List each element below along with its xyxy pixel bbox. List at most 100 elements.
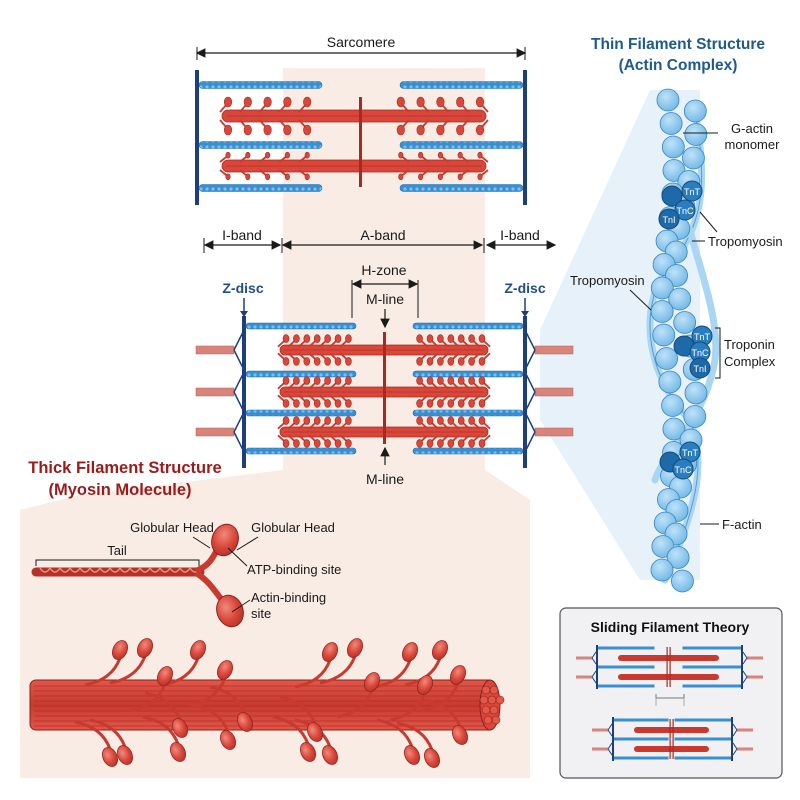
myosin-head [457, 439, 465, 448]
m-line [359, 97, 362, 187]
myosin-head [398, 173, 404, 181]
myosin-head [478, 416, 486, 425]
myosin-head [220, 730, 236, 750]
myosin-filament [634, 727, 709, 733]
actin-filament [682, 665, 741, 669]
myosin-head [478, 439, 486, 448]
actin-binding-site-label-line2: site [251, 606, 271, 621]
myosin-head [456, 96, 465, 108]
tnc-label: TnC [676, 206, 694, 216]
myosin-head [324, 334, 331, 343]
myosin-head [477, 151, 483, 159]
g-actin-monomer [656, 88, 680, 112]
adjacent-myosin-stub [534, 387, 574, 397]
myosin-head [347, 638, 363, 658]
myosin-head [293, 357, 300, 366]
myosin-head [475, 96, 485, 108]
adjacent-myosin-stub [195, 387, 235, 397]
myosin-molecule [31, 523, 244, 628]
myosin-head [293, 416, 300, 425]
actin-filament [682, 684, 741, 688]
g-actin-monomer [666, 546, 690, 569]
m-line [669, 647, 671, 687]
myosin-head [447, 357, 455, 366]
myosin-head [452, 725, 468, 745]
thin-filament-title: Thin Filament Structure [591, 36, 765, 53]
myosin-head [112, 640, 128, 660]
myosin-head [303, 124, 312, 136]
myosin-head [303, 376, 311, 385]
myosin-head [457, 399, 465, 408]
thin-filament-panel: Thin Filament Structure (Actin Complex) … [570, 36, 783, 593]
myosin-head [447, 334, 455, 343]
g-actin-monomer [661, 135, 685, 159]
myosin-head [282, 376, 290, 385]
myosin-filaments [219, 96, 489, 181]
myosin-head [324, 357, 331, 366]
myosin-head [478, 376, 486, 385]
actin-filament [614, 718, 669, 722]
myosin-head [245, 173, 251, 181]
myosin-head [426, 357, 434, 366]
tropomyosin-label-left: Tropomyosin [570, 273, 645, 288]
myosin-filament [618, 674, 719, 680]
myosin-head [468, 399, 475, 408]
myosin-head [313, 439, 321, 448]
adjacent-myosin-stub [534, 345, 574, 355]
globular-head-label-2: Globular Head [251, 520, 335, 535]
myosin-head [324, 376, 331, 385]
troponin-complex: TnT TnC TnI [673, 325, 713, 379]
middle-sarcomere: M-line [195, 316, 574, 487]
globular-head [211, 523, 239, 557]
g-actin-label: G-actin [731, 121, 773, 136]
myosin-head [424, 748, 440, 768]
myosin-head [437, 399, 444, 408]
tni-label: TnI [662, 215, 675, 225]
g-actin-monomer [662, 417, 686, 441]
g-actin-monomer [671, 569, 694, 593]
myosin-head [303, 399, 311, 408]
g-actin-monomer [650, 558, 674, 582]
myosin-head [426, 439, 434, 448]
sliding-filament-inset: Sliding Filament Theory [559, 607, 783, 779]
myosin-head [457, 416, 465, 425]
myosin-head [303, 357, 311, 366]
myosin-head [437, 376, 444, 385]
z-disc-left-label: Z-disc [222, 280, 263, 296]
sarcomere-label: Sarcomere [327, 34, 396, 50]
actin-filament [198, 141, 323, 149]
g-actin-monomer [684, 381, 708, 405]
myosin-head [457, 173, 463, 181]
myosin-head [334, 376, 342, 385]
tnt-label: TnT [684, 187, 701, 197]
top-sarcomere: Sarcomere [195, 34, 527, 205]
myosin-head [418, 151, 424, 159]
myosin-head [243, 124, 252, 136]
z-disc [523, 316, 527, 468]
actin-filaments [198, 81, 524, 192]
myosin-head [282, 439, 290, 448]
myosin-head [313, 334, 321, 343]
i-band-right-label: I-band [500, 227, 540, 243]
myosin-head [416, 439, 423, 448]
myosin-head [102, 747, 118, 767]
myosin-head [334, 439, 342, 448]
myosin-head [436, 124, 445, 136]
myosin-head [468, 376, 475, 385]
tropomyosin-label-right: Tropomyosin [708, 234, 783, 249]
myosin-head [416, 376, 423, 385]
myosin-head [157, 666, 173, 686]
myosin-head [345, 439, 352, 448]
adjacent-myosin-stub [534, 427, 574, 437]
myosin-head [265, 151, 271, 159]
myosin-head [225, 173, 231, 181]
myosin-head [478, 334, 486, 343]
actin-filament [412, 322, 524, 330]
myosin-head [345, 357, 352, 366]
adjacent-myosin-stub [195, 427, 235, 437]
myosin-head [313, 376, 321, 385]
myosin-head [456, 124, 465, 136]
actin-filament [682, 646, 741, 650]
tnt-label: TnT [682, 448, 699, 458]
